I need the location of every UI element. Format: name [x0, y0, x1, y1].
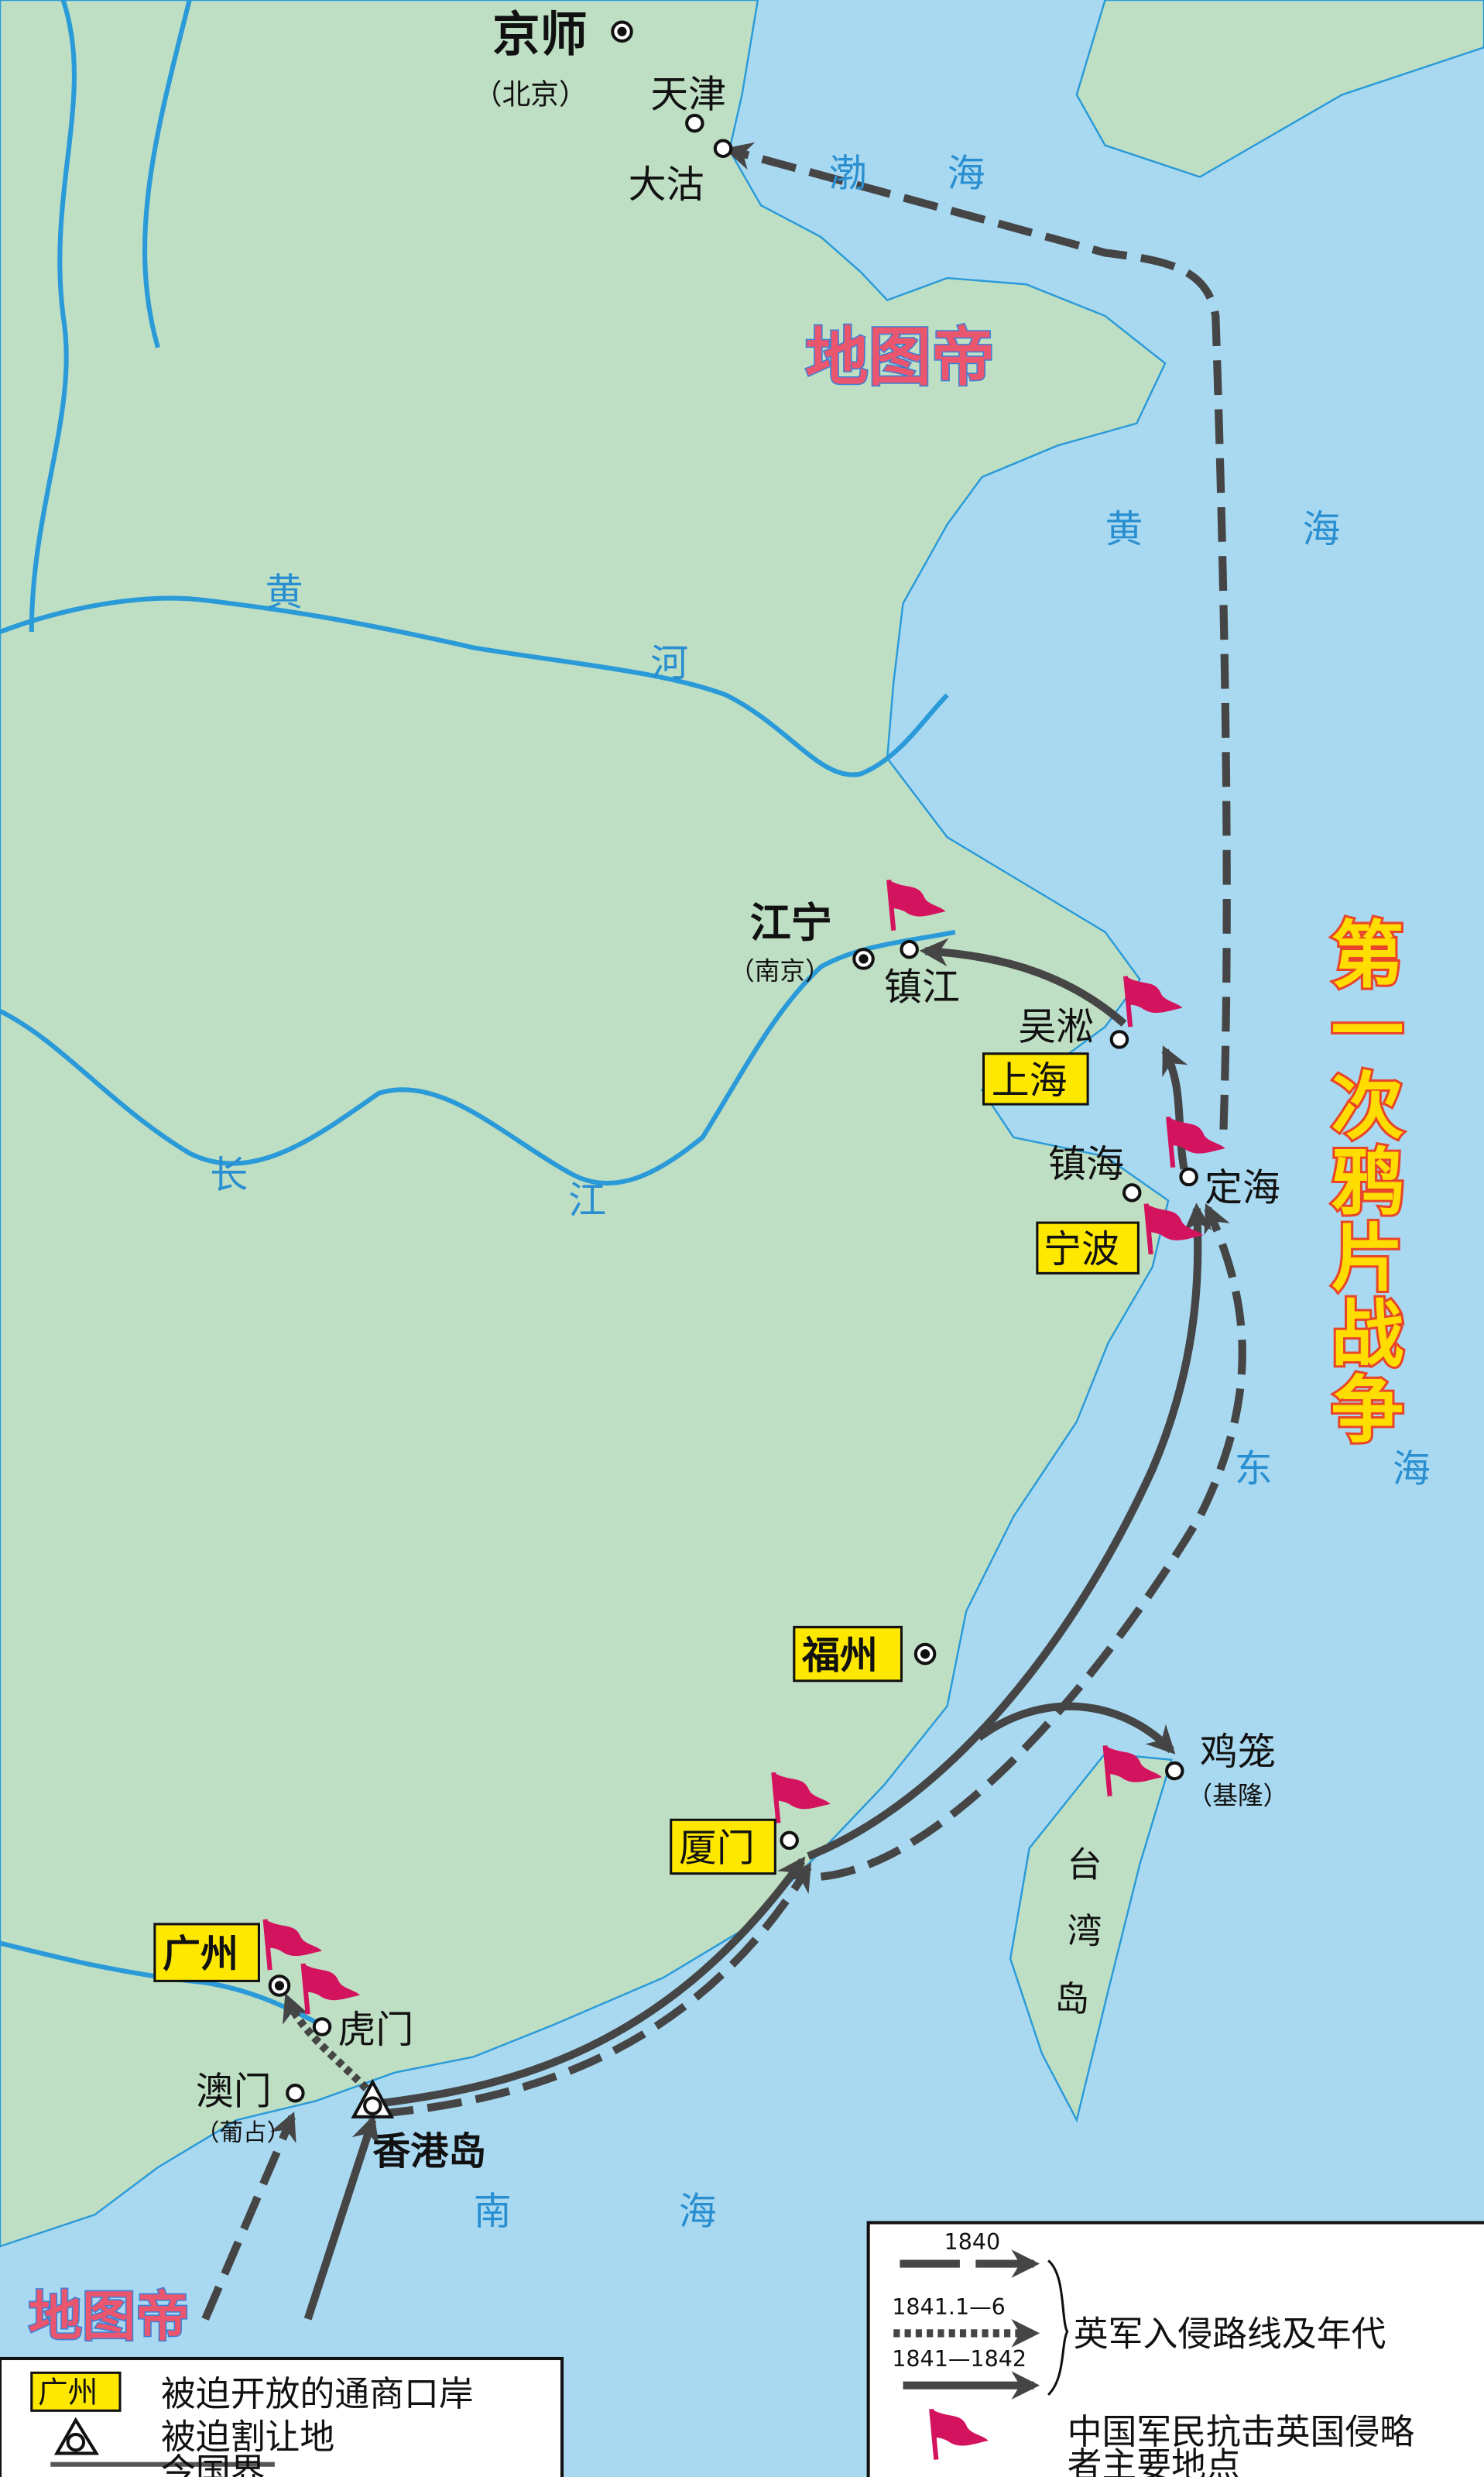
- label-taiwan-2: 湾: [1068, 1910, 1102, 1951]
- port-box-fuzhou: [793, 1625, 903, 1683]
- ceded-territory-icon: [53, 2417, 100, 2455]
- label-huanghe-2: 河: [650, 641, 688, 685]
- label-wusong: 吴淞: [1018, 1004, 1094, 1048]
- taiwan-island: [1009, 1752, 1173, 2123]
- ceded-territory-icon: [351, 2078, 395, 2118]
- label-dinghai: 定海: [1205, 1166, 1280, 1210]
- label-tianjin: 天津: [650, 73, 726, 117]
- map-title: 第一次鸦片战争: [1318, 916, 1403, 1446]
- legend-left: 广州 被迫开放的通商口岸 被迫割让地 今国界: [0, 2356, 564, 2477]
- legend-flag-label-1: 中国军民抗击英国侵略: [1068, 2411, 1415, 2452]
- label-xianggang: 香港岛: [372, 2129, 486, 2173]
- yangtze-river: [0, 929, 956, 1186]
- label-xiamen: 厦门: [679, 1826, 755, 1870]
- mainland: [0, 0, 1170, 2248]
- legend-flag-label-2: 者主要地点: [1068, 2444, 1241, 2477]
- label-donghai-2: 海: [1393, 1447, 1431, 1491]
- label-keelung: （基隆）: [1188, 1781, 1288, 1810]
- label-huanghe-1: 黄: [266, 570, 303, 614]
- label-guangzhou: 广州: [163, 1932, 238, 1976]
- label-zhenjiang: 镇江: [884, 965, 960, 1009]
- label-huanghai-2: 海: [1302, 507, 1340, 551]
- label-ningbo: 宁波: [1044, 1227, 1119, 1271]
- label-bohai-1: 渤: [829, 152, 867, 196]
- label-aomen: 澳门: [196, 2070, 272, 2114]
- label-changjiang-1: 长: [210, 1153, 248, 1197]
- legend-year-1840: 1840: [944, 2228, 1001, 2255]
- legend-ceded-label: 被迫割让地: [161, 2416, 334, 2457]
- route-1841-1842: [303, 938, 1212, 2321]
- legend-brace: [1047, 2259, 1069, 2396]
- label-nanhai-1: 南: [474, 2190, 512, 2234]
- port-box-guangzhou: [153, 1923, 260, 1982]
- label-donghai-1: 东: [1235, 1447, 1273, 1491]
- label-changjiang-2: 江: [568, 1178, 606, 1223]
- label-humen: 虎门: [338, 2008, 413, 2052]
- label-nanjing: （南京）: [729, 956, 830, 986]
- legend-year-1841-1842: 1841—1842: [892, 2345, 1026, 2372]
- label-taiwan-1: 台: [1068, 1844, 1102, 1885]
- korea: [1075, 0, 1484, 178]
- city-markers: [268, 20, 1198, 2103]
- label-bohai-2: 海: [948, 152, 985, 196]
- label-shanghai: 上海: [992, 1058, 1068, 1103]
- label-zhenhai: 镇海: [1048, 1142, 1124, 1186]
- label-dagu: 大沽: [629, 163, 704, 207]
- watermark-bottom: 地图帝: [29, 2286, 190, 2348]
- label-taiwan-3: 岛: [1054, 1978, 1089, 2019]
- legend-border-label: 今国界: [161, 2451, 266, 2477]
- legend-routes-label: 英军入侵路线及年代: [1074, 2314, 1386, 2355]
- route-1841-1-6: [283, 1993, 369, 2091]
- legend-port-label: 被迫开放的通商口岸: [161, 2373, 474, 2414]
- label-jiangning: 江宁: [750, 899, 832, 947]
- port-box-shanghai: [982, 1052, 1089, 1106]
- yellow-river: [0, 595, 949, 777]
- legend-port-sample-box: [30, 2371, 122, 2412]
- legend-port-sample: 广州: [38, 2376, 98, 2410]
- river-north: [29, 0, 192, 633]
- label-putuo: （葡占）: [196, 2119, 290, 2146]
- label-beijing: （北京）: [474, 78, 588, 111]
- label-jingshi: 京师: [492, 7, 587, 62]
- label-fuzhou: 福州: [801, 1633, 878, 1677]
- port-box-xiamen: [670, 1818, 776, 1875]
- legend-right: 1840 1841.1—6 1841—1842 英军入侵路线及年代 中国军民抗击…: [866, 2221, 1484, 2477]
- label-huanghai-1: 黄: [1105, 507, 1143, 551]
- route-1840: [201, 142, 1246, 2321]
- port-box-ningbo: [1036, 1221, 1140, 1275]
- watermark: 地图帝: [805, 321, 995, 395]
- label-jilong: 鸡笼: [1200, 1730, 1276, 1774]
- label-nanhai-2: 海: [679, 2190, 717, 2234]
- legend-year-1841-1-6: 1841.1—6: [892, 2293, 1006, 2320]
